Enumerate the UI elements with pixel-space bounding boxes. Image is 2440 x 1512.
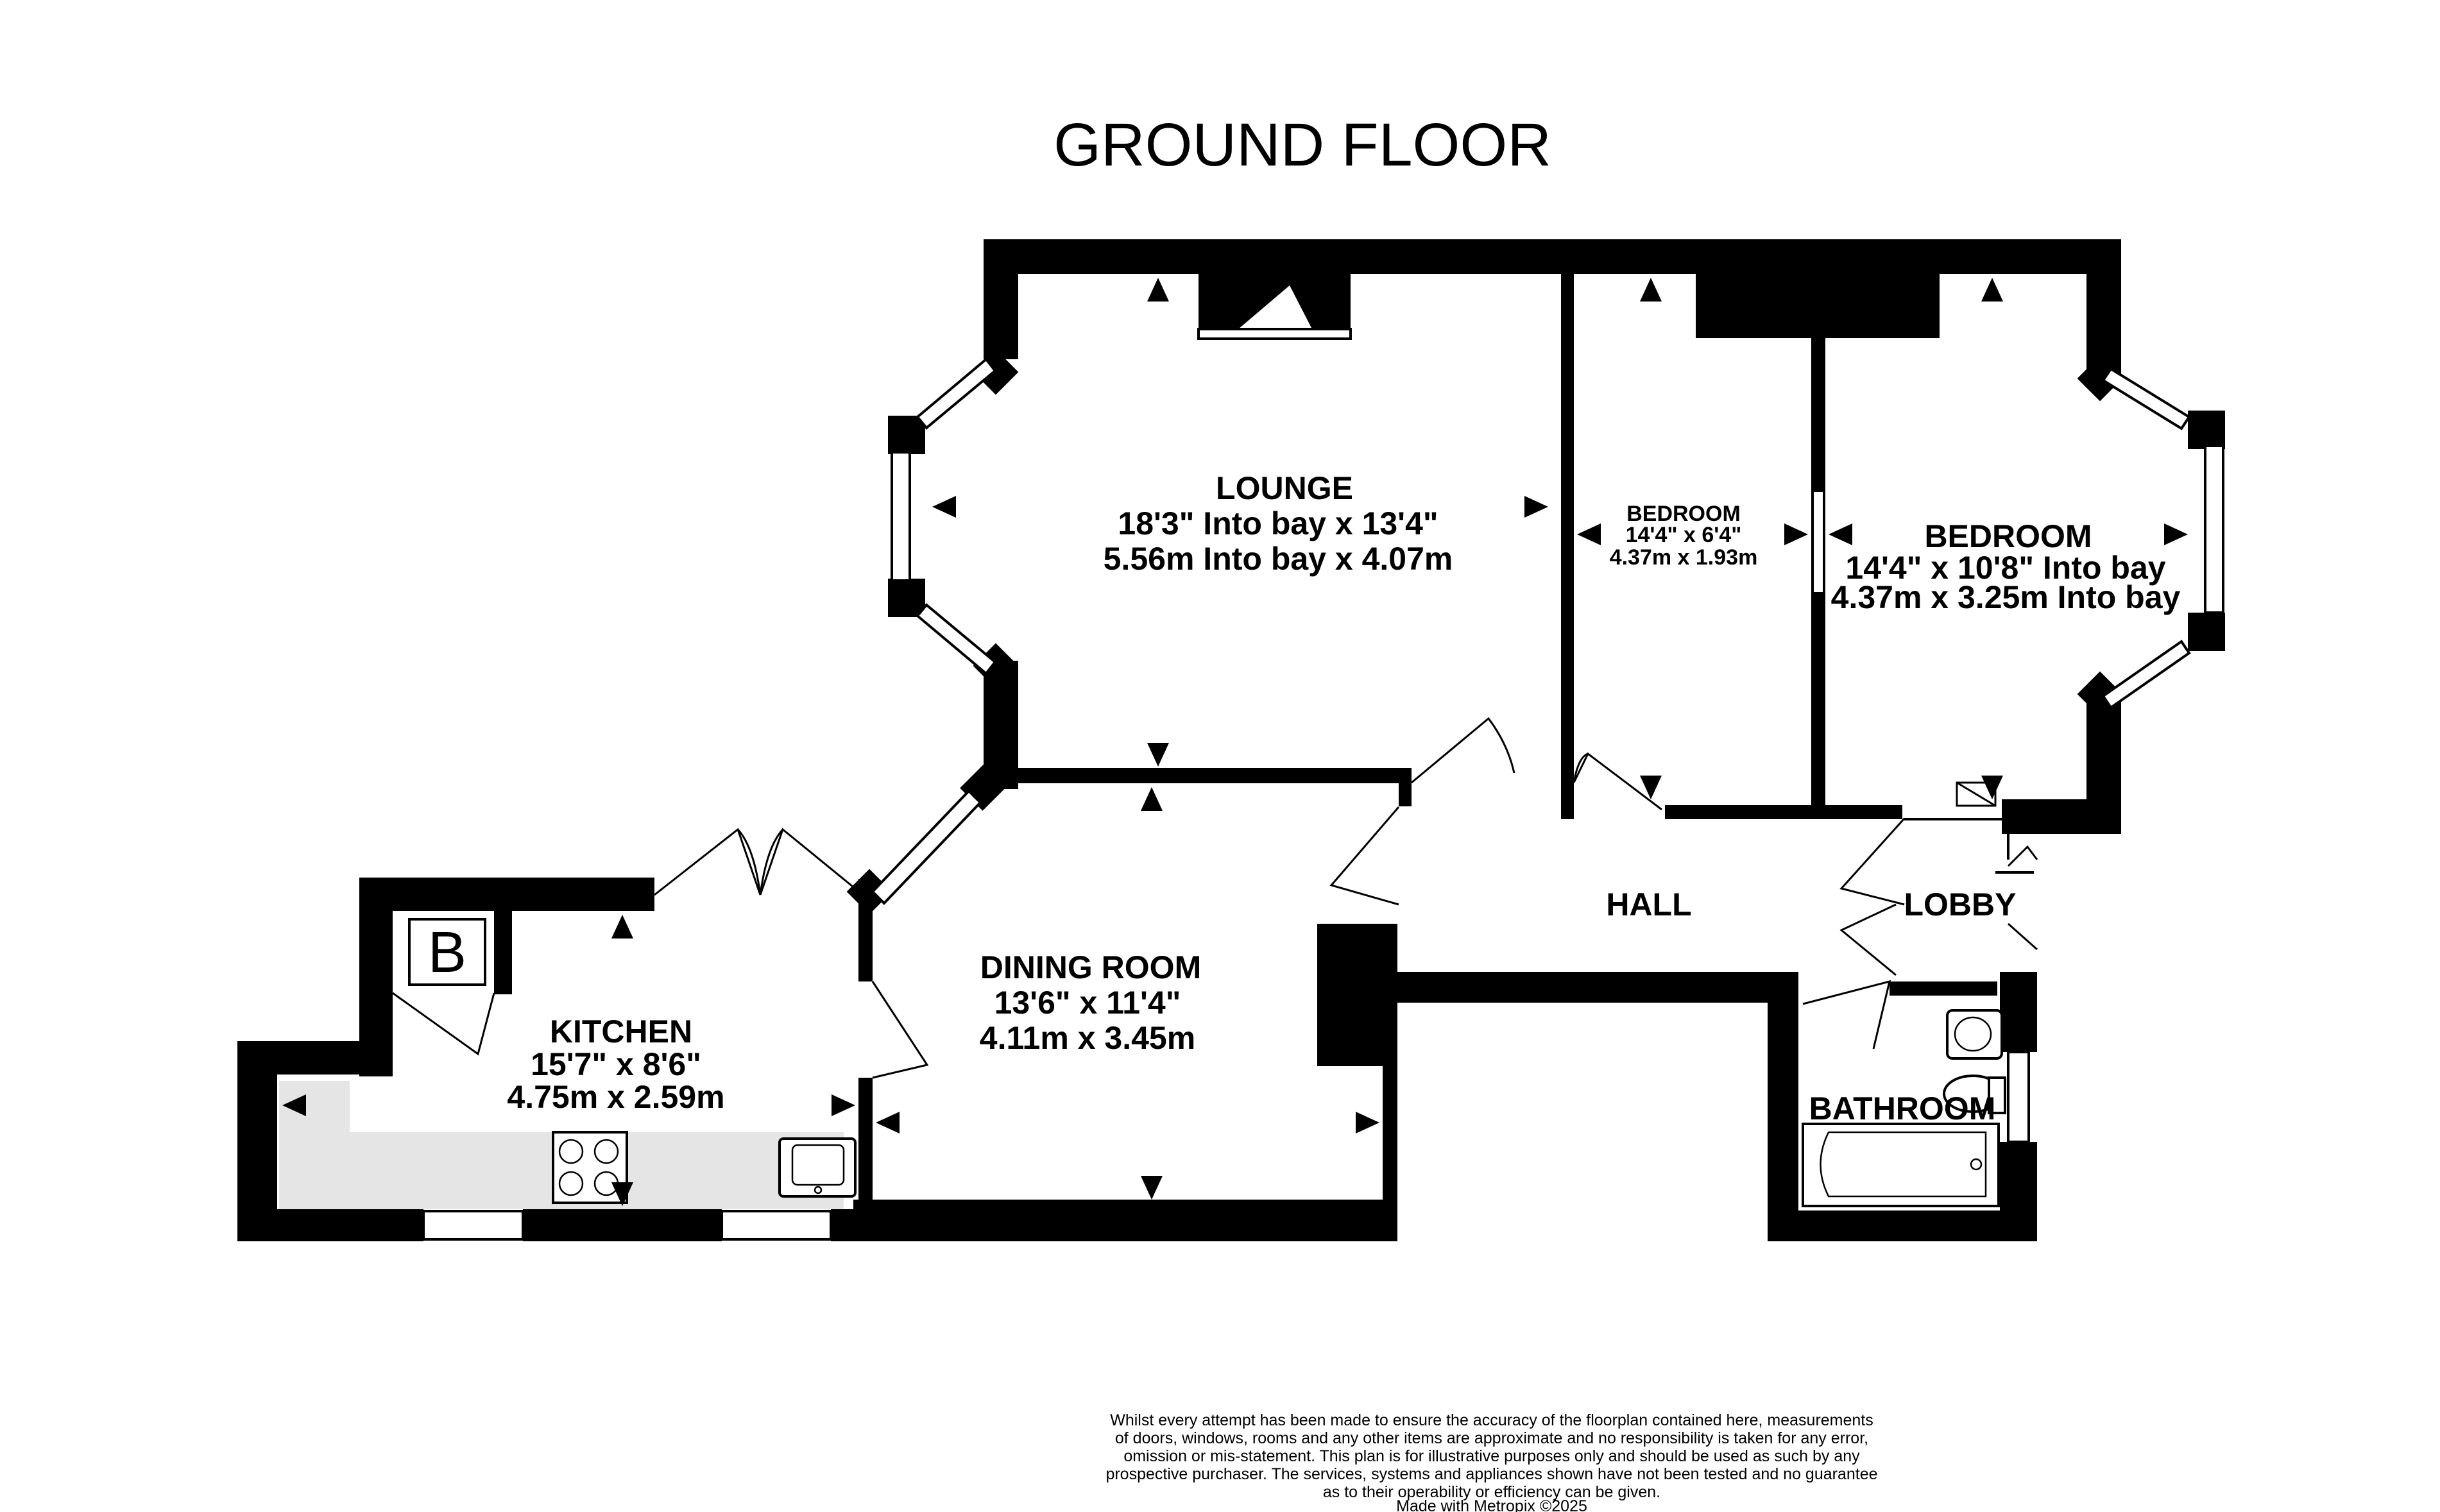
- room-kitchen: KITCHEN 15'7" x 8'6" 4.75m x 2.59m: [507, 1014, 724, 1115]
- bathroom-name: BATHROOM: [1809, 1091, 1996, 1126]
- room-bedroom-small: BEDROOM 14'4" x 6'4" 4.37m x 1.93m: [1610, 502, 1758, 570]
- hob-icon: [552, 1131, 628, 1204]
- dining-dim-imperial: 13'6" x 11'4": [994, 985, 1181, 1021]
- room-lounge: LOUNGE 18'3" Into bay x 13'4" 5.56m Into…: [1104, 470, 1453, 577]
- walls: [237, 239, 2225, 1241]
- disclaimer-line: Whilst every attempt has been made to en…: [1110, 1411, 1873, 1429]
- lounge-dim-imperial: 18'3" Into bay x 13'4": [1118, 505, 1438, 541]
- bath-icon: [1802, 1123, 2000, 1207]
- bedroom-small-name: BEDROOM: [1626, 502, 1741, 526]
- lobby-name: LOBBY: [1904, 887, 2017, 922]
- bedroom-large-dim-imperial: 14'4" x 10'8" Into bay: [1845, 550, 2165, 586]
- disclaimer-line: as to their operability or efficiency ca…: [1323, 1483, 1660, 1501]
- metropix-credit: Made with Metropix ©2025: [1396, 1497, 1587, 1512]
- room-bedroom-large: BEDROOM 14'4" x 10'8" Into bay 4.37m x 3…: [1831, 518, 2181, 615]
- disclaimer-line: of doors, windows, rooms and any other i…: [1115, 1429, 1868, 1447]
- bedroom-large-dim-metric: 4.37m x 3.25m Into bay: [1831, 579, 2181, 615]
- lounge-dim-metric: 5.56m Into bay x 4.07m: [1104, 541, 1453, 577]
- kitchen-dim-imperial: 15'7" x 8'6": [531, 1046, 701, 1082]
- room-hall: HALL: [1606, 887, 1691, 922]
- kitchen-name: KITCHEN: [550, 1014, 692, 1049]
- dining-dim-metric: 4.11m x 3.45m: [980, 1020, 1195, 1056]
- room-bathroom: BATHROOM: [1809, 1091, 1996, 1126]
- kitchen-dim-metric: 4.75m x 2.59m: [507, 1079, 724, 1115]
- hall-name: HALL: [1606, 887, 1691, 922]
- bedroom-large-name: BEDROOM: [1924, 518, 2092, 554]
- toilet-icon: [1943, 1075, 2006, 1114]
- lobby-partition: [1904, 818, 2034, 874]
- boiler-icon: B: [408, 918, 486, 986]
- boiler-label: B: [428, 921, 466, 985]
- basin-icon: [1946, 1009, 2003, 1060]
- measurement-arrow-icon: [282, 278, 2188, 1206]
- window-icon: [422, 357, 2224, 1241]
- bedroom-small-dim-metric: 4.37m x 1.93m: [1610, 545, 1758, 570]
- room-lobby: LOBBY: [1904, 887, 2017, 922]
- fireplace: [1197, 274, 1352, 340]
- disclaimer: Whilst every attempt has been made to en…: [1105, 1411, 1877, 1512]
- lounge-name: LOUNGE: [1216, 470, 1353, 506]
- bedroom-small-dim-imperial: 14'4" x 6'4": [1626, 523, 1742, 547]
- disclaimer-line: omission or mis-statement. This plan is …: [1123, 1447, 1860, 1465]
- disclaimer-line: prospective purchaser. The services, sys…: [1105, 1465, 1877, 1483]
- dining-name: DINING ROOM: [980, 949, 1201, 985]
- sink-icon: [778, 1137, 857, 1198]
- door-swing-icon: [392, 717, 2038, 1079]
- floor-title: GROUND FLOOR: [1054, 111, 1551, 179]
- room-dining: DINING ROOM 13'6" x 11'4" 4.11m x 3.45m: [980, 949, 1201, 1056]
